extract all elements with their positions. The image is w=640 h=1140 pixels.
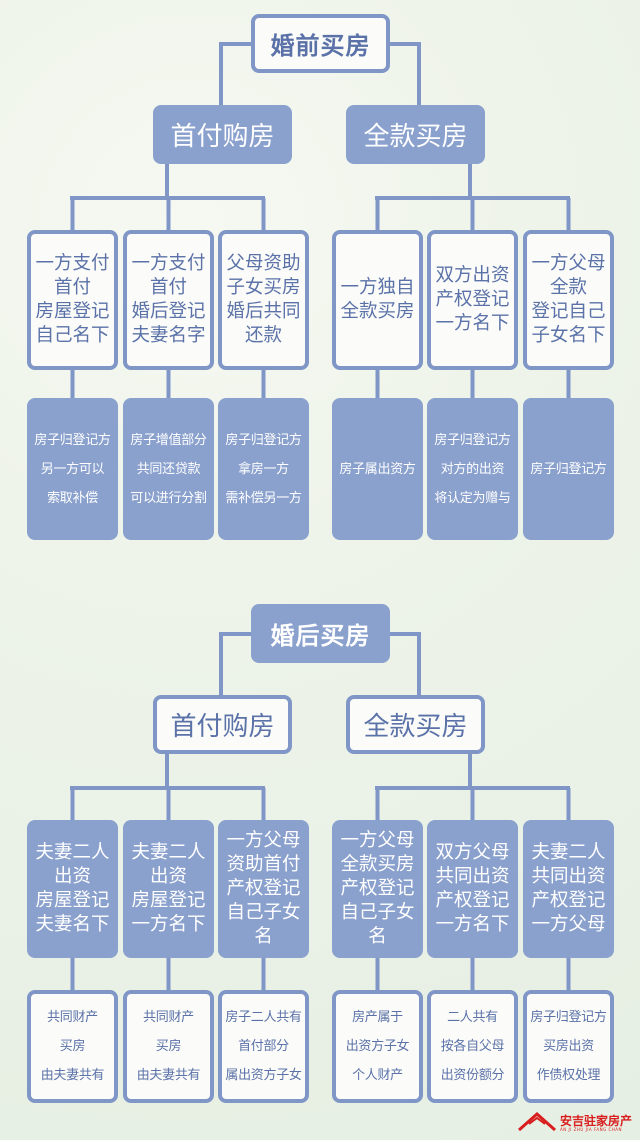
- branch-label: 全款买房: [346, 695, 485, 754]
- option-box: 夫妻二人 出资 房屋登记 夫妻名下: [27, 820, 118, 958]
- option-box: 夫妻二人 出资 房屋登记 一方名下: [123, 820, 214, 958]
- connector-line: [219, 632, 251, 695]
- option-box: 双方出资 产权登记 一方名下: [427, 230, 518, 370]
- option-box: 一方支付 首付 婚后登记 夫妻名字: [123, 230, 214, 370]
- connector-line: [390, 632, 421, 695]
- result-box: 房子归登记方 买房出资 作债权处理: [523, 990, 614, 1103]
- option-box: 一方支付 首付 房屋登记 自己名下: [27, 230, 118, 370]
- section-title: 婚前买房: [251, 14, 390, 73]
- result-box: 房产属于 出资方子女 个人财产: [332, 990, 423, 1103]
- option-box: 夫妻二人 共同出资 产权登记 一方父母: [523, 820, 614, 958]
- connector-line: [390, 42, 421, 105]
- section-title: 婚后买房: [251, 604, 390, 663]
- option-box: 一方父母 资助首付 产权登记 自己子女名: [218, 820, 309, 958]
- option-box: 一方父母 全款买房 产权登记 自己子女名: [332, 820, 423, 958]
- result-box: 共同财产 买房 由夫妻共有: [27, 990, 118, 1103]
- branch-label: 全款买房: [346, 105, 485, 164]
- option-box: 父母资助 子女买房 婚后共同 还款: [218, 230, 309, 370]
- result-box: 房子二人共有 首付部分 属出资方子女: [218, 990, 309, 1103]
- branch-label: 首付购房: [153, 105, 292, 164]
- result-box: 房子归登记方 另一方可以 索取补偿: [27, 398, 118, 540]
- result-box: 共同财产 买房 由夫妻共有: [123, 990, 214, 1103]
- watermark-pinyin: AN JI ZHU JIA FANG CHAN: [559, 1127, 622, 1132]
- watermark-name: 安吉驻家房产: [559, 1114, 632, 1128]
- result-box: 房子归登记方: [523, 398, 614, 540]
- result-box: 二人共有 按各自父母 出资份额分: [427, 990, 518, 1103]
- result-box: 房子增值部分 共同还贷款 可以进行分割: [123, 398, 214, 540]
- connector-line: [219, 42, 251, 105]
- option-box: 一方独自 全款买房: [332, 230, 423, 370]
- branch-label: 首付购房: [153, 695, 292, 754]
- option-box: 一方父母 全款 登记自己 子女名下: [523, 230, 614, 370]
- result-box: 房子归登记方 拿房一方 需补偿另一方: [218, 398, 309, 540]
- house-roof-icon: [517, 1111, 556, 1132]
- option-box: 双方父母 共同出资 产权登记 一方名下: [427, 820, 518, 958]
- result-box: 房子归登记方 对方的出资 将认定为赠与: [427, 398, 518, 540]
- watermark-logo: 安吉驻家房产 AN JI ZHU JIA FANG CHAN: [517, 1110, 632, 1132]
- result-box: 房子属出资方: [332, 398, 423, 540]
